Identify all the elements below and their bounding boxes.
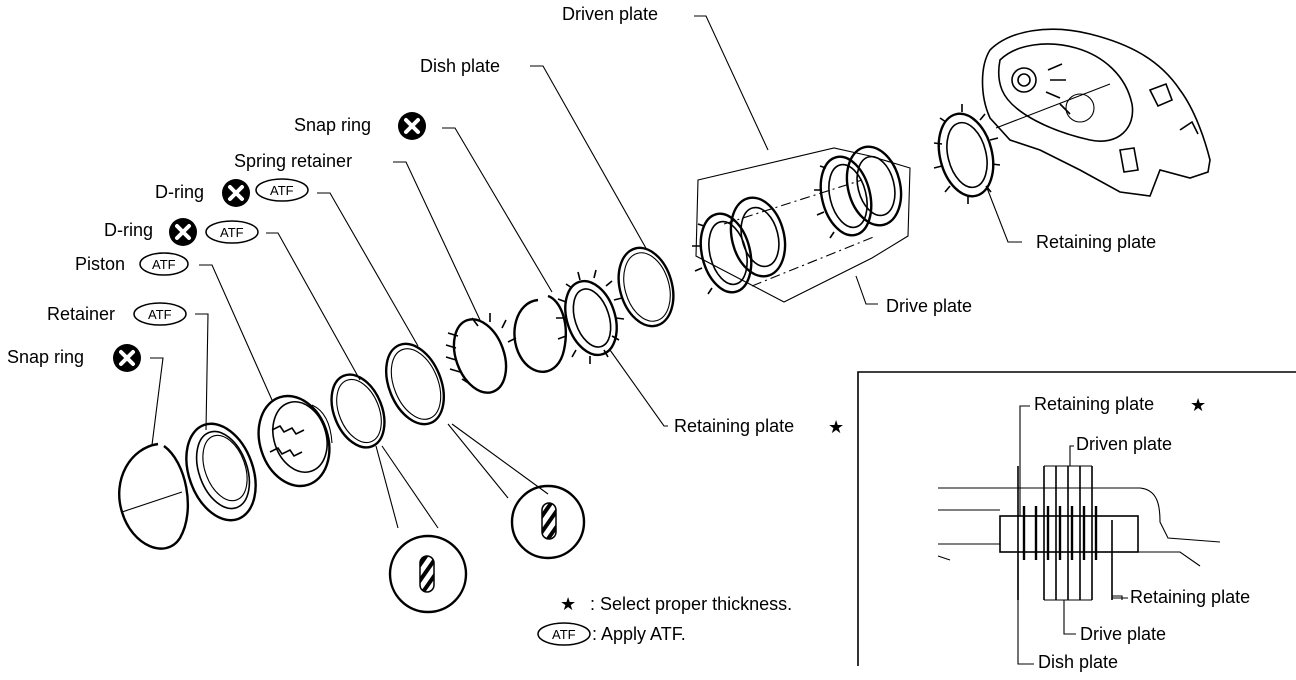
atf-oval-icon: ATF [205,220,259,244]
inset-cross-section: Retaining plate ★ Driven plate Retaining… [857,371,1296,672]
d-ring-1-part [330,373,386,449]
label-snap-ring-top: Snap ring [294,115,371,135]
inset-label-driven-plate: Driven plate [1076,434,1172,454]
inset-label-retaining-plate-star: Retaining plate [1034,394,1154,414]
legend: ★ : Select proper thickness. ATF : Apply… [537,594,792,646]
transmission-housing-part [981,28,1211,197]
x-circle-icon [111,342,143,374]
legend-star-desc: : Select proper thickness. [590,594,792,614]
parts [118,28,1211,614]
x-circle-icon [167,216,199,248]
x-circle-icon [220,177,252,209]
d-ring-section-magnifier-1 [375,445,468,614]
label-driven-plate: Driven plate [562,4,658,24]
dish-plate-part [617,246,675,328]
atf-oval-icon: ATF [255,178,309,202]
x-circle-icon [396,110,428,142]
star-icon: ★ [828,417,844,437]
star-icon: ★ [1190,395,1206,415]
atf-oval-icon: ATF [139,252,189,276]
leader-lines [150,15,1022,446]
label-retaining-plate-top: Retaining plate [1036,232,1156,252]
svg-text:ATF: ATF [552,627,576,642]
snap-ring-top-part [513,294,567,373]
piston-part [257,394,333,488]
svg-text:ATF: ATF [152,257,176,272]
retaining-plate-star-part [556,269,625,364]
label-drive-plate: Drive plate [886,296,972,316]
retainer-part [185,422,257,522]
atf-oval-icon: ATF [133,302,187,326]
svg-text:ATF: ATF [220,225,244,240]
clutch-pack-part [692,145,911,303]
svg-text:ATF: ATF [148,307,172,322]
atf-oval-icon: ATF [537,622,591,646]
retaining-plate-top-part [933,104,1001,204]
star-icon: ★ [560,594,576,614]
snap-ring-bottom-part [118,442,190,550]
spring-retainer-part [445,313,517,394]
label-retainer: Retainer [47,304,115,324]
label-d-ring-2: D-ring [104,220,153,240]
part-labels: Driven plate Dish plate Snap ring Spring… [7,4,1156,437]
inset-label-drive-plate: Drive plate [1080,624,1166,644]
label-dish-plate: Dish plate [420,56,500,76]
label-retaining-plate-star: Retaining plate [674,416,794,436]
d-ring-section-magnifier-2 [447,423,586,560]
inset-label-retaining-plate: Retaining plate [1130,587,1250,607]
label-d-ring-1: D-ring [155,182,204,202]
label-snap-ring-bottom: Snap ring [7,347,84,367]
d-ring-2-part [385,342,445,426]
inset-label-dish-plate: Dish plate [1038,652,1118,672]
svg-text:ATF: ATF [270,183,294,198]
label-piston: Piston [75,254,125,274]
legend-atf-desc: : Apply ATF. [592,624,686,644]
label-spring-retainer: Spring retainer [234,151,352,171]
